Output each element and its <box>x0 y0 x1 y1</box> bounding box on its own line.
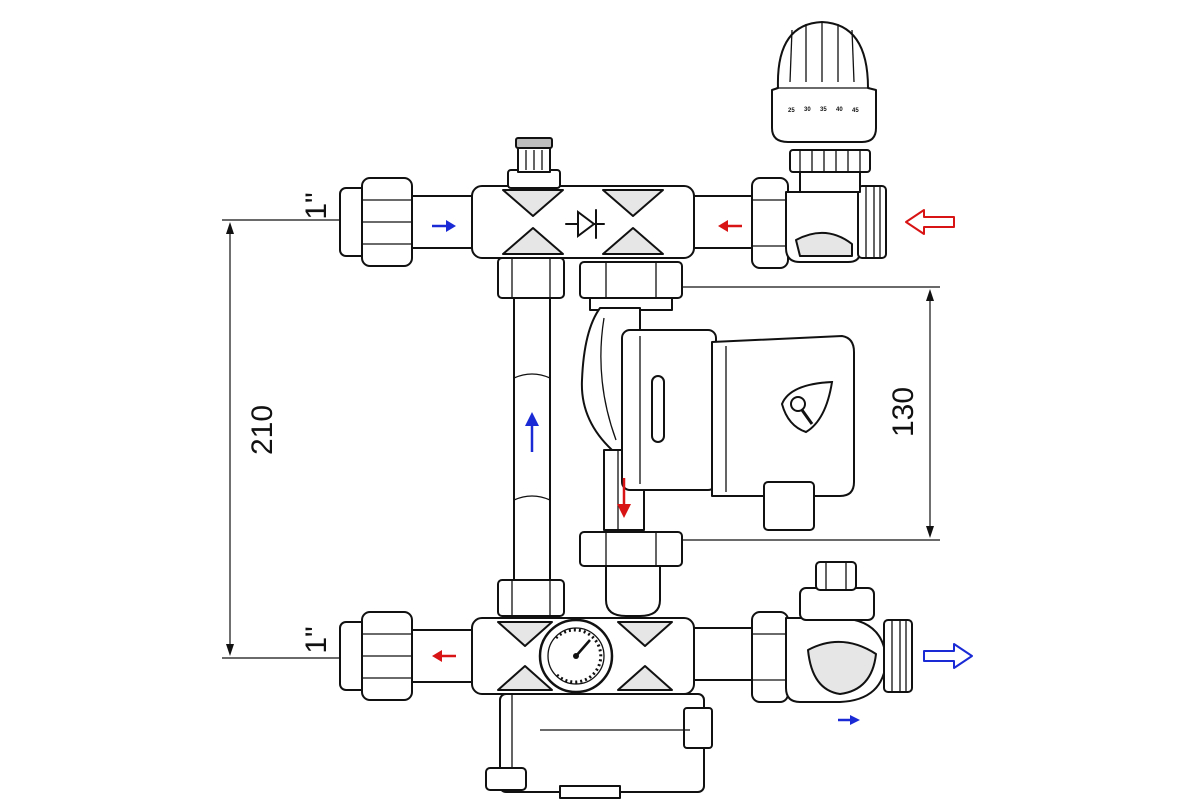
flow-arrow-top-right <box>718 220 742 232</box>
top-manifold: 25 30 35 40 45 <box>339 21 887 269</box>
pump-nut-top <box>579 261 683 311</box>
flow-arrow-pump-down <box>617 478 631 518</box>
bypass-connector-top <box>497 257 565 299</box>
thermostat-scale-30: 30 <box>804 107 811 113</box>
top-inlet-size-label: 1" <box>300 192 333 219</box>
circulation-pump <box>580 307 855 531</box>
bottom-inlet-size-label: 1" <box>300 626 333 653</box>
dimension-210: 210 <box>222 219 345 659</box>
check-valve-icon <box>565 209 605 239</box>
thermometer-gauge-icon <box>538 618 614 694</box>
supply-inlet-arrow <box>905 209 955 235</box>
dimension-210-label: 210 <box>246 405 279 455</box>
thermostat-scale-45: 45 <box>852 108 859 114</box>
dimension-130-label: 130 <box>887 387 920 437</box>
thermostat-scale-40: 40 <box>836 107 843 113</box>
pump-logo-icon <box>780 380 834 434</box>
pump-nut-bottom <box>579 531 683 617</box>
flow-arrow-top-left <box>432 220 456 232</box>
thermostat-scale-25: 25 <box>788 108 795 114</box>
thermostat-head: 25 30 35 40 45 <box>771 21 877 193</box>
thermostat-scale-35: 35 <box>820 107 827 113</box>
flow-arrow-bottom-small <box>838 715 860 725</box>
dimension-130: 130 <box>676 286 940 541</box>
bypass-connector-bottom <box>497 579 565 617</box>
flow-arrow-bottom-left <box>432 650 456 662</box>
return-outlet-arrow <box>923 643 973 669</box>
bottom-manifold <box>339 561 913 799</box>
flow-arrow-bypass-up <box>525 412 539 452</box>
